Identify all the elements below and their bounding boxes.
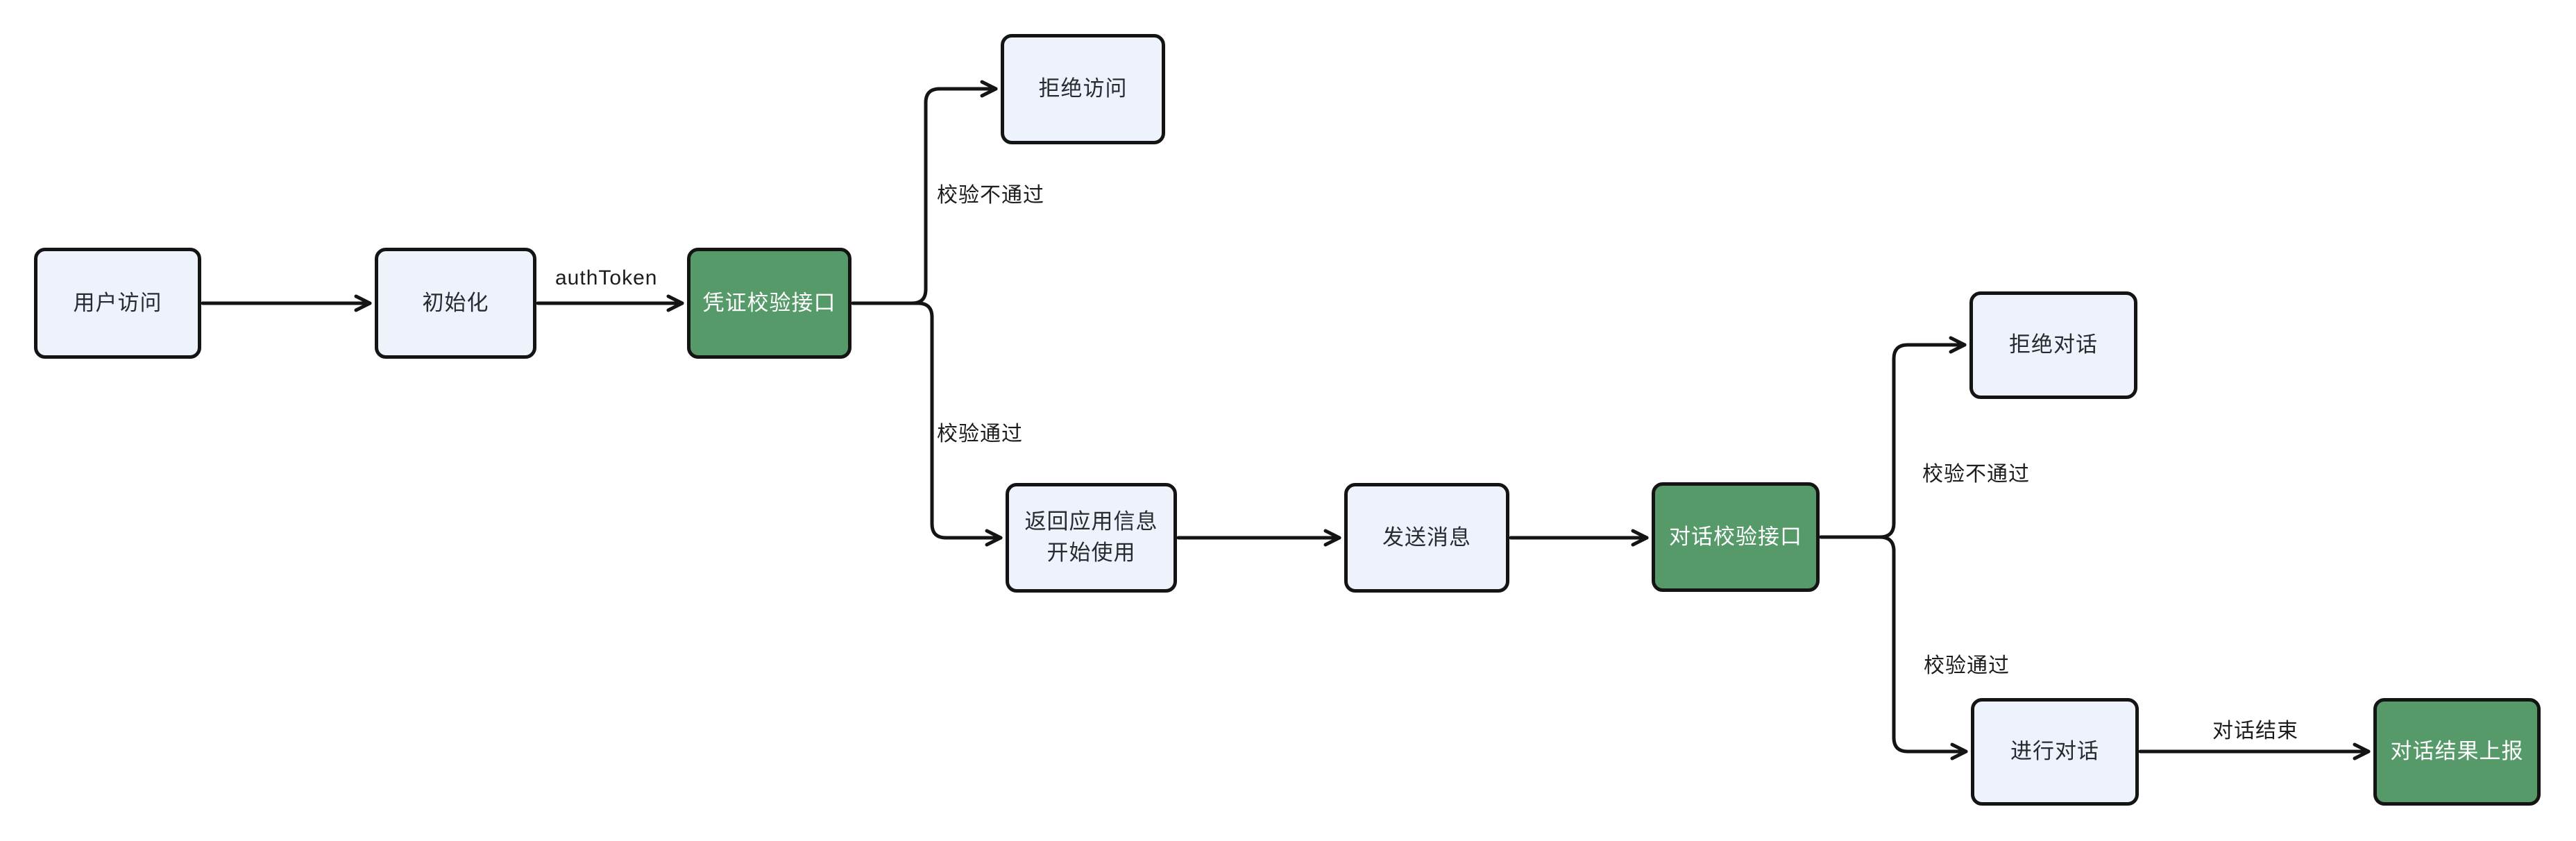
edge-label-check-pass-1: 校验通过 [937,423,1023,445]
node-user-access: 用户访问 [34,248,201,359]
node-do-dialog: 进行对话 [1971,698,2139,806]
edge-label-check-fail-2: 校验不通过 [1922,463,2030,486]
node-credential-check-api: 凭证校验接口 [687,248,851,359]
node-init: 初始化 [375,248,536,359]
edge-label-dialog-end: 对话结束 [2212,720,2298,742]
node-do-dialog-label: 进行对话 [2010,739,2099,764]
node-send-message: 发送消息 [1344,483,1509,593]
node-deny-access-label: 拒绝访问 [1038,76,1128,101]
node-return-app-info-label-line1: 返回应用信息 [1024,509,1158,534]
edge-label-auth-token: authToken [555,266,658,289]
node-return-app-info: 返回应用信息 开始使用 [1006,483,1177,593]
node-report-dialog-result: 对话结果上报 [2373,698,2541,806]
node-dialog-check-api: 对话校验接口 [1652,482,1820,592]
node-deny-dialog-label: 拒绝对话 [2009,332,2098,357]
edge-credential-check-to-return-app-info [851,301,1003,547]
node-deny-dialog: 拒绝对话 [1969,291,2137,399]
node-init-label: 初始化 [422,290,489,315]
node-credential-check-api-label: 凭证校验接口 [702,290,836,315]
edge-label-check-pass-2: 校验通过 [1924,654,2010,677]
node-report-dialog-result-label: 对话结果上报 [2390,739,2524,764]
node-user-access-label: 用户访问 [73,290,162,315]
edge-label-check-fail-1: 校验不通过 [937,184,1044,207]
edge-dialog-check-to-do-dialog [1819,535,1968,761]
node-send-message-label: 发送消息 [1382,525,1471,550]
node-return-app-info-label-line2: 开始使用 [1046,541,1136,565]
node-deny-access: 拒绝访问 [1001,34,1165,144]
edge-dialog-check-to-deny-dialog [1819,336,1967,539]
node-dialog-check-api-label: 对话校验接口 [1669,524,1802,549]
